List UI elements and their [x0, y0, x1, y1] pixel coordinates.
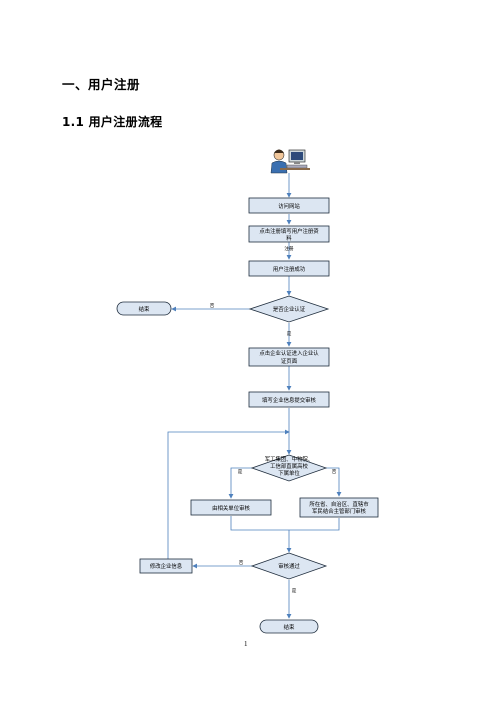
province-review-box	[299, 497, 379, 518]
fill-register-box	[248, 225, 330, 243]
section-heading: 一、用户注册	[62, 77, 141, 92]
user-computer-icon	[270, 149, 310, 174]
register-success-box	[248, 260, 330, 277]
fill-enterprise-label: 填写企业信息提交审核	[262, 396, 317, 404]
modify-info-box	[139, 558, 193, 574]
register-success-label: 用户注册成功	[273, 265, 306, 273]
related-unit-review-box	[190, 499, 272, 516]
review-passed-diamond	[250, 552, 328, 580]
affiliation-label-1: 军工集团、中物院、	[265, 455, 314, 463]
page-number: 1	[244, 640, 248, 648]
is-enterprise-cert-diamond	[248, 295, 330, 323]
province-review-label: 所在省、自治区、直辖市	[309, 500, 369, 508]
modify-info-label: 修改企业信息	[150, 562, 183, 570]
yes-edge-label-1: 是	[287, 331, 292, 337]
click-cert-label: 点击企业认证进入企业认	[259, 349, 319, 357]
fill-register-label: 点击注册填写用户注册资	[259, 227, 319, 235]
visit-site-label: 访问网站	[278, 202, 300, 210]
end-terminal-2	[259, 619, 319, 634]
province-review-label-cont: 军民结合主管部门审核	[312, 507, 367, 515]
click-cert-label-cont: 证页面	[281, 358, 298, 365]
end-terminal-1	[116, 301, 172, 316]
fill-register-label-cont: 料	[286, 234, 292, 242]
is-enterprise-cert-label: 是否企业认证	[273, 305, 306, 313]
end-label-2: 结束	[284, 623, 295, 631]
yes-edge-label-2: 是	[238, 469, 243, 475]
visit-site-box	[248, 197, 330, 214]
fill-enterprise-box	[248, 391, 330, 408]
affiliation-label-2: 工信部直属高校	[270, 462, 308, 470]
no-edge-label-2: 否	[332, 469, 337, 475]
end-label-1: 结束	[139, 305, 150, 313]
click-cert-box	[248, 347, 330, 367]
no-edge-label-3: 否	[239, 560, 244, 566]
review-passed-label: 审核通过	[278, 562, 300, 570]
register-edge-label: 注册	[284, 245, 294, 252]
no-edge-label-1: 否	[210, 303, 215, 309]
related-unit-review-label: 由相关单位审核	[212, 504, 250, 512]
yes-edge-label-3: 是	[292, 588, 297, 594]
affiliation-diamond	[250, 454, 328, 482]
affiliation-label-3: 下属单位	[278, 469, 300, 477]
subsection-heading: 1.1 用户注册流程	[62, 115, 163, 129]
